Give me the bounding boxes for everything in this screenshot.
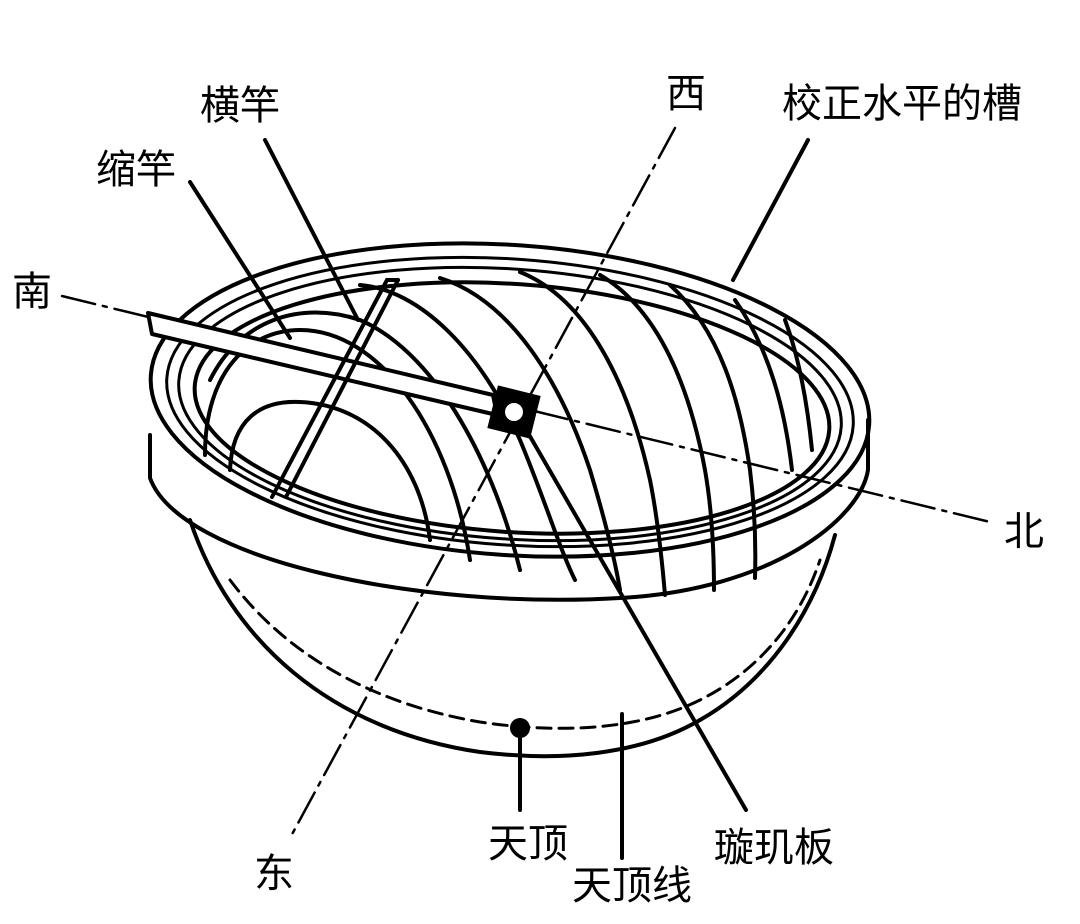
zenith-point — [510, 718, 530, 738]
label-leveling-groove: 校正水平的槽 — [782, 84, 1022, 124]
label-shrink-rod: 缩竿 — [96, 150, 176, 190]
label-north: 北 — [1004, 512, 1044, 552]
label-xuanji-plate: 璇玑板 — [714, 828, 834, 868]
label-zenith: 天顶 — [488, 824, 568, 864]
label-east: 东 — [254, 854, 294, 894]
west-east-axis — [290, 128, 675, 838]
zenith-line — [230, 560, 820, 728]
leader-shrink-rod — [190, 182, 290, 338]
label-west: 西 — [666, 74, 706, 114]
label-south: 南 — [12, 272, 52, 312]
label-zenith-line: 天顶线 — [572, 866, 692, 906]
leader-xuanji-plate — [524, 426, 746, 810]
leader-leveling-groove — [733, 140, 808, 280]
label-crossbar: 横竿 — [200, 86, 280, 126]
rim-outer-band — [150, 420, 868, 600]
